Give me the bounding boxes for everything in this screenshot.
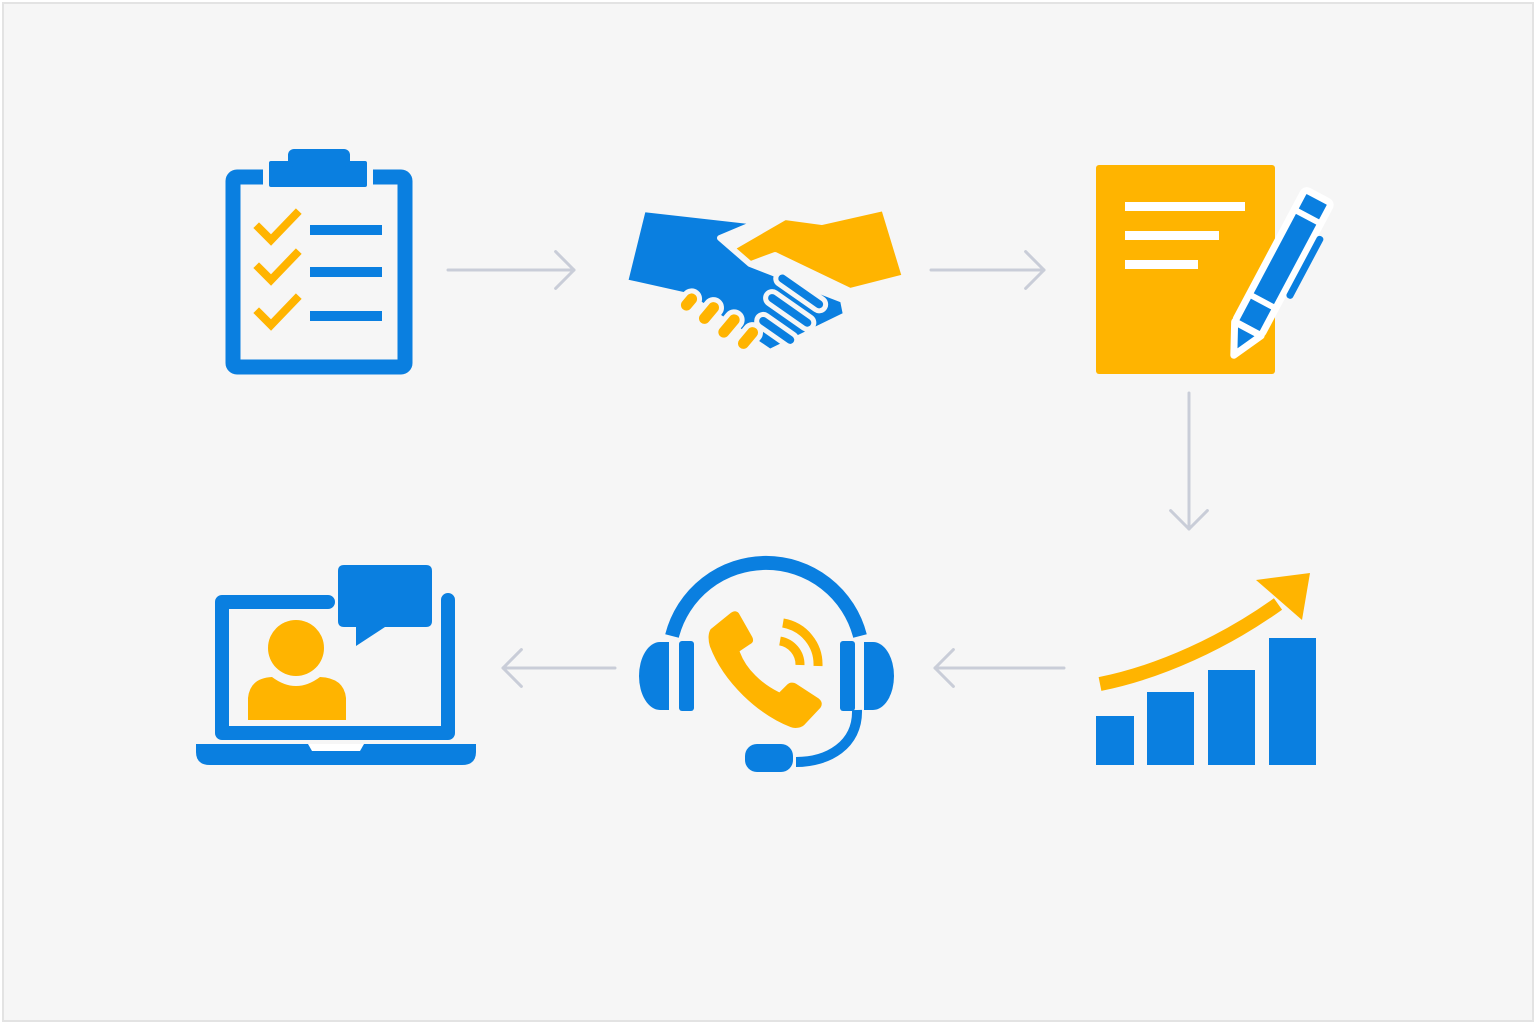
connector-arrow-left [933, 648, 1066, 688]
connector-arrow-right [446, 250, 576, 290]
connector-arrow-right [929, 250, 1046, 290]
video-consultation-laptop-icon [196, 565, 476, 765]
customer-support-headset-icon [639, 555, 894, 772]
contract-signing-icon [1096, 165, 1334, 374]
clipboard-checklist-icon [225, 149, 413, 375]
connector-arrow-down [1169, 391, 1209, 531]
connector-arrows [446, 250, 1209, 688]
growth-chart-icon [1096, 573, 1316, 765]
handshake-icon [622, 205, 908, 355]
connector-arrow-left [501, 648, 617, 688]
